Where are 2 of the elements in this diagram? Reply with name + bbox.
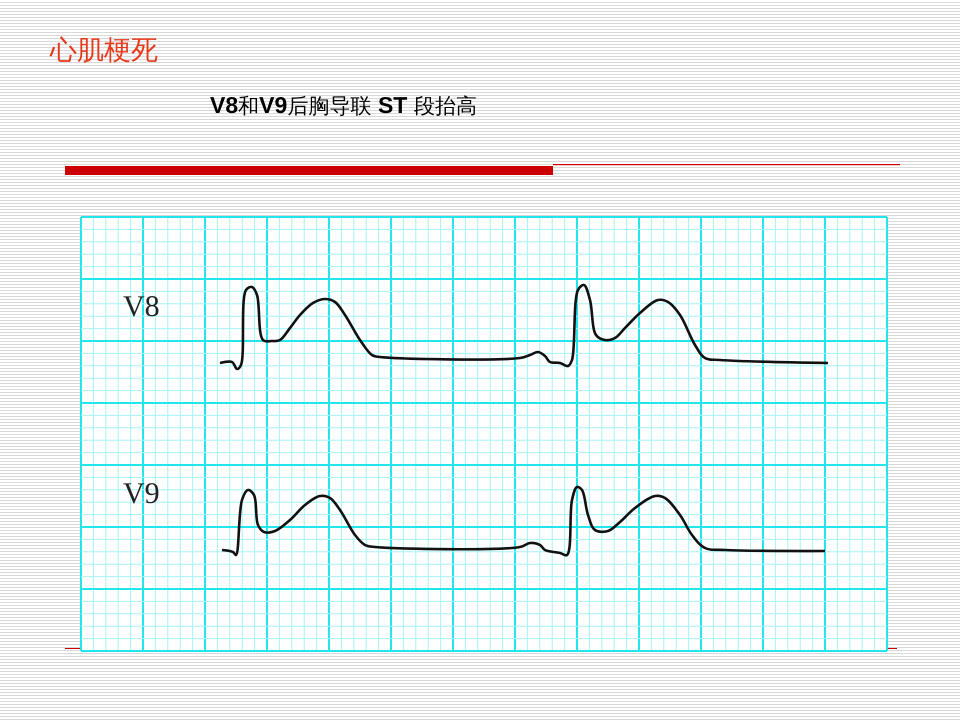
slide-title: 心肌梗死 bbox=[50, 34, 158, 68]
subtitle: V8和V9后胸导联 ST 段抬高 bbox=[210, 92, 478, 120]
